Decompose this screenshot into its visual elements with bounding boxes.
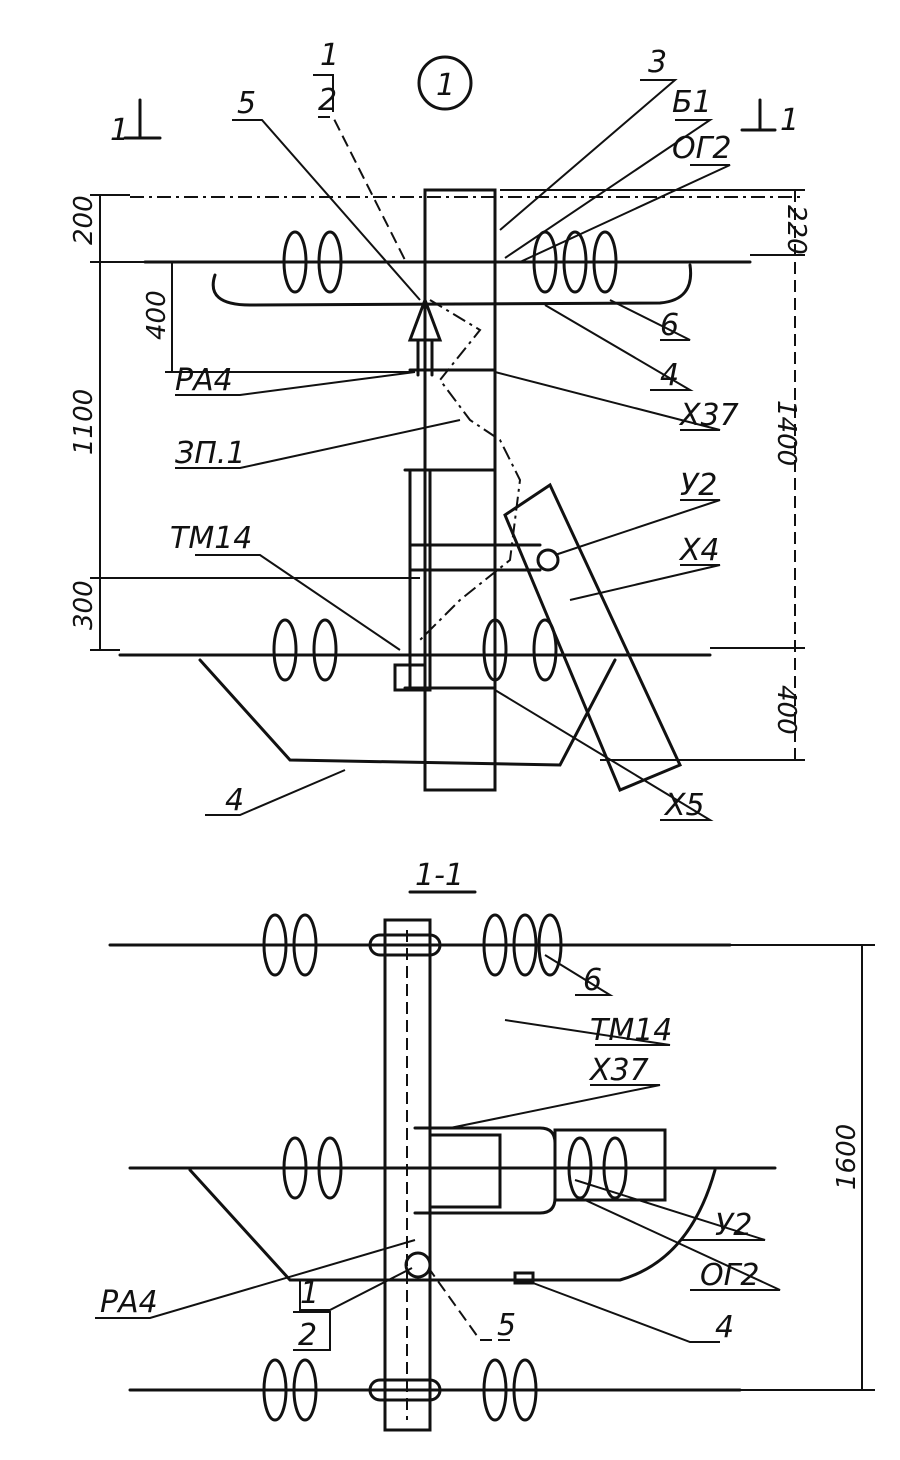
insulator-disc (292, 913, 318, 977)
middle-jumper-loop (188, 1168, 717, 1282)
fraction-box (313, 74, 334, 112)
section-title: 1-1 (415, 858, 464, 893)
label-4-lower: 4 (225, 783, 244, 818)
section-label-tm14: ТМ14 (590, 1013, 672, 1048)
insulator-disc (592, 230, 618, 294)
insulator-disc (537, 913, 563, 977)
label-x5: Х5 (663, 788, 705, 823)
insulator-disc (512, 913, 538, 977)
insulator-disc (567, 1136, 593, 1200)
section-mark-right: 1 (780, 103, 799, 138)
insulator-disc (282, 1136, 308, 1200)
ground-lead (419, 299, 522, 641)
dim-1400: 1400 (771, 400, 801, 466)
pole (423, 188, 497, 792)
section-insulator-strings (262, 913, 628, 1422)
insulator-disc (292, 1358, 318, 1422)
label-tm14: ТМ14 (170, 521, 252, 556)
insulator-disc (482, 913, 508, 977)
bracket-frame (408, 468, 432, 692)
label-b1: Б1 (672, 85, 712, 120)
dim-400-right: 400 (771, 685, 801, 735)
label-fraction-bottom: 2 (318, 83, 337, 118)
insulator-disc (262, 913, 288, 977)
view-circle-number: 1 (436, 68, 455, 103)
bolt (536, 548, 560, 572)
insulator-disc (317, 1136, 343, 1200)
disconnector-body (553, 1128, 667, 1202)
dim-300: 300 (69, 580, 99, 630)
section-arrow-left (123, 98, 162, 140)
section-label-fraction-bottom: 2 (298, 1318, 317, 1353)
u-bolt-x37 (413, 1126, 557, 1215)
insulator-disc (602, 1136, 628, 1200)
label-og2: ОГ2 (672, 131, 731, 166)
connector-4 (513, 1271, 535, 1285)
top-view: 200 400 1100 300 220 1400 400 1 1 1 (69, 38, 811, 823)
label-6: 6 (660, 308, 679, 343)
label-4-upper: 4 (660, 358, 679, 393)
insulator-disc (262, 1358, 288, 1422)
left-dimension-chain (90, 194, 420, 651)
insulator-disc (317, 230, 343, 294)
section-leader-lines (95, 954, 781, 1343)
bracket-plate (428, 1133, 502, 1209)
insulator-disc (312, 618, 338, 682)
dim-1100: 1100 (69, 389, 99, 455)
leader-lines (175, 79, 731, 821)
lower-insulator-strings (272, 618, 558, 682)
section-label-ra4: РА4 (100, 1285, 158, 1320)
section-arrow-right (740, 98, 777, 132)
label-x37: Х37 (678, 398, 739, 433)
dim-200: 200 (69, 195, 99, 245)
upper-jumper-loop (211, 263, 693, 307)
label-zp1: ЗП.1 (175, 436, 245, 471)
section-label-u2: У2 (715, 1208, 752, 1243)
view-circle-mark (417, 55, 473, 111)
insulator-disc (532, 618, 558, 682)
label-x4: Х4 (678, 533, 720, 568)
section-fraction-box (293, 1311, 331, 1351)
lower-jumper-loop (198, 658, 617, 767)
insulator-disc (282, 230, 308, 294)
label-u2: У2 (680, 468, 717, 503)
insulator-disc (272, 618, 298, 682)
section-view: 1-1 1600 6 ТМ14 Х37 (95, 858, 875, 1432)
section-label-og2: ОГ2 (700, 1258, 759, 1293)
disconnector-drive (503, 482, 683, 792)
label-fraction-top: 1 (320, 38, 339, 73)
dim-400-inner: 400 (142, 290, 172, 340)
section-mark-left: 1 (110, 113, 129, 148)
insulator-disc (562, 230, 588, 294)
right-dimension-chain (500, 189, 805, 761)
label-ra4: РА4 (175, 363, 233, 398)
bottom-link (368, 1378, 442, 1402)
section-label-x37: Х37 (588, 1053, 649, 1088)
clamp-tm14 (393, 663, 427, 692)
section-label-4: 4 (715, 1310, 734, 1345)
section-label-6: 6 (583, 963, 602, 998)
label-3: 3 (648, 45, 667, 80)
clamp-5 (404, 1251, 432, 1279)
insulator-disc (482, 618, 508, 682)
section-label-fraction-top: 1 (300, 1276, 319, 1311)
dim-1600: 1600 (832, 1124, 862, 1190)
top-link (368, 933, 442, 957)
section-label-5: 5 (497, 1308, 516, 1343)
label-5: 5 (237, 86, 256, 121)
insulator-disc (482, 1358, 508, 1422)
dim-220: 220 (781, 205, 811, 255)
insulator-disc (512, 1358, 538, 1422)
